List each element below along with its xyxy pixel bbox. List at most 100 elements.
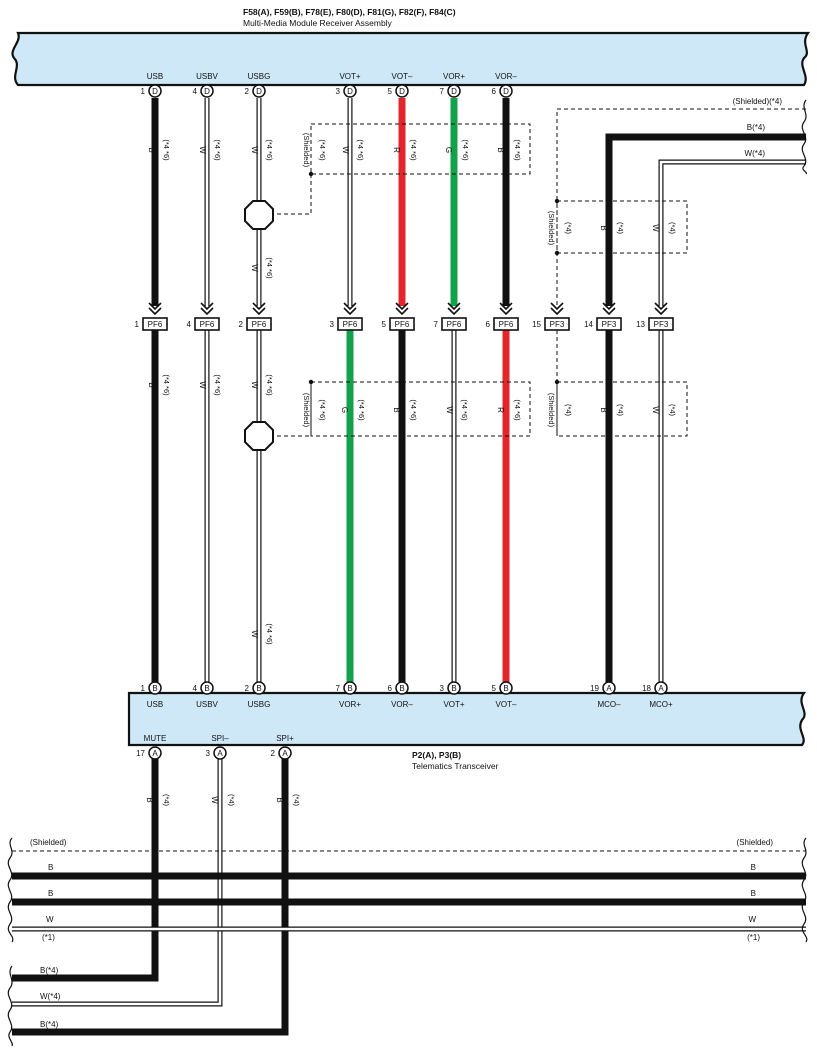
chevron-icon: [252, 302, 266, 316]
pin-number: 17: [136, 749, 145, 758]
wire-tag-label: (*4 *6): [265, 257, 274, 279]
wire-tag-label: (*4 *6): [265, 139, 274, 161]
wire-tag-label: (*4 *6): [513, 139, 522, 161]
pf-connector-name: PF3: [550, 320, 565, 329]
pf-connector: [337, 317, 363, 331]
bus-b1-left: B: [48, 863, 53, 872]
wire-tag-label: (*4 *6): [356, 139, 365, 161]
chevron-icon: [447, 302, 461, 316]
wire-color-label: W: [198, 146, 207, 154]
pf-pin-number: 6: [486, 320, 491, 329]
pf-connector: [648, 317, 674, 331]
bus-b1-right: B: [751, 863, 756, 872]
wire-tag-label: (*4): [227, 794, 236, 807]
wire-color-label: B: [496, 147, 505, 152]
top-module-name: Multi-Media Module Receiver Assembly: [243, 18, 393, 28]
shield-junction-dot: [554, 250, 560, 256]
wire-tag-label: (*4 *6): [265, 623, 274, 645]
pf-connector: [142, 317, 168, 331]
wire-color-label: B: [275, 797, 284, 802]
pin-circle: [148, 746, 162, 760]
pin-conn: D: [451, 87, 457, 96]
shield-label: (Shielded): [302, 393, 311, 428]
pf-connector: [194, 317, 220, 331]
pf-connector: [544, 317, 570, 331]
wire-color-label: W: [250, 381, 259, 389]
pin-circle: [499, 84, 513, 98]
pin-number: 3: [206, 749, 211, 758]
right-input-break-icon: [801, 99, 807, 175]
pf-pin-number: 15: [532, 320, 541, 329]
bottom-pin-label: VOR+: [339, 700, 361, 709]
wire-tag-label: (*4 *6): [265, 374, 274, 396]
bus-b2-right: B: [751, 889, 756, 898]
shield-tag: (*4 *6): [318, 399, 327, 421]
wire-tag-label: (*4 *6): [357, 399, 366, 421]
chevron-icon: [602, 302, 616, 316]
bottom-pin-label: MCO–: [597, 700, 621, 709]
shield-label: (Shielded): [547, 393, 556, 428]
wire-tag-label: (*4 *6): [513, 399, 522, 421]
bottom-pin-label: USB: [147, 700, 163, 709]
wire-tag-label: (*4 *6): [460, 399, 469, 421]
wire-mute: [12, 757, 159, 982]
shield-label: (Shielded): [302, 133, 311, 168]
pin-conn: B: [256, 684, 261, 693]
pin-number: 3: [336, 87, 341, 96]
shield-tag: (*4 *6): [318, 139, 327, 161]
right-upper-shield-box: [556, 200, 688, 254]
pf-connector-name: PF6: [148, 320, 163, 329]
pin-conn: A: [217, 749, 223, 758]
shield-tag: (*4): [564, 222, 573, 235]
pf-connector-name: PF6: [343, 320, 358, 329]
pf-connector-name: PF6: [499, 320, 514, 329]
bus-shielded-right: (Shielded): [737, 838, 774, 847]
pin-circle: [395, 681, 409, 695]
bus-note-left: (*1): [42, 933, 55, 942]
top-module-box: [11, 31, 811, 87]
top-pin-labels: USB USBV USBG VOT+ VOT– VOR+ VOR–: [147, 72, 518, 81]
wire-tag-label: (*4 *6): [213, 374, 222, 396]
pin-conn: A: [658, 684, 664, 693]
wire-color-label: B: [147, 382, 156, 387]
wire-right-w: [659, 160, 806, 306]
output-b1-label: B(*4): [40, 966, 59, 975]
pin-number: 5: [492, 684, 497, 693]
wire-tag-label: (*4 *6): [461, 139, 470, 161]
top-pin-circles: D D D D D D D 1 4 2 3 5 7 6: [141, 84, 513, 98]
shield-junction-dot: [554, 198, 560, 204]
wire-spim: [12, 757, 222, 1006]
wire-tag-label: (*4 *6): [162, 139, 171, 161]
pf-connector-row: PF6 PF6 PF6 PF6 PF6 PF6 PF6 PF3 PF3 PF3 …: [135, 317, 674, 331]
wire-color-label: B: [392, 407, 401, 412]
pin-number: 5: [388, 87, 393, 96]
pf-pin-number: 13: [636, 320, 645, 329]
pf-connector-name: PF3: [654, 320, 669, 329]
chevron-icon: [343, 302, 357, 316]
pin-circle: [343, 681, 357, 695]
pin-circle: [252, 84, 266, 98]
bottom-pin-label: VOT–: [496, 700, 517, 709]
wire-tag-label: (*4): [616, 404, 625, 417]
bus-shielded-left: (Shielded): [30, 838, 67, 847]
bottom-pin-label: VOR–: [391, 700, 413, 709]
left-output-break-icon: [7, 965, 13, 1047]
wire-right-w-outline: [658, 159, 806, 306]
pin-conn: A: [152, 749, 158, 758]
bus-labels: (Shielded) (Shielded) B B B B W W (*1) (…: [30, 838, 773, 1029]
wire-color-label: R: [392, 147, 401, 153]
top-pin-label: USBG: [248, 72, 271, 81]
pin-conn: B: [399, 684, 404, 693]
shield-junction-dot: [308, 171, 314, 177]
shield-splice-octagon: [244, 200, 274, 230]
upper-shield-lead: [272, 174, 312, 215]
wire-color-label: B: [599, 225, 608, 230]
bottom-module-name: Telematics Transceiver: [412, 761, 499, 771]
wire-color-label: W: [341, 146, 350, 154]
wire-tag-label: (*4): [668, 404, 677, 417]
pin-conn: D: [503, 87, 509, 96]
pin-number: 4: [193, 684, 198, 693]
pf-connector-name: PF6: [200, 320, 215, 329]
